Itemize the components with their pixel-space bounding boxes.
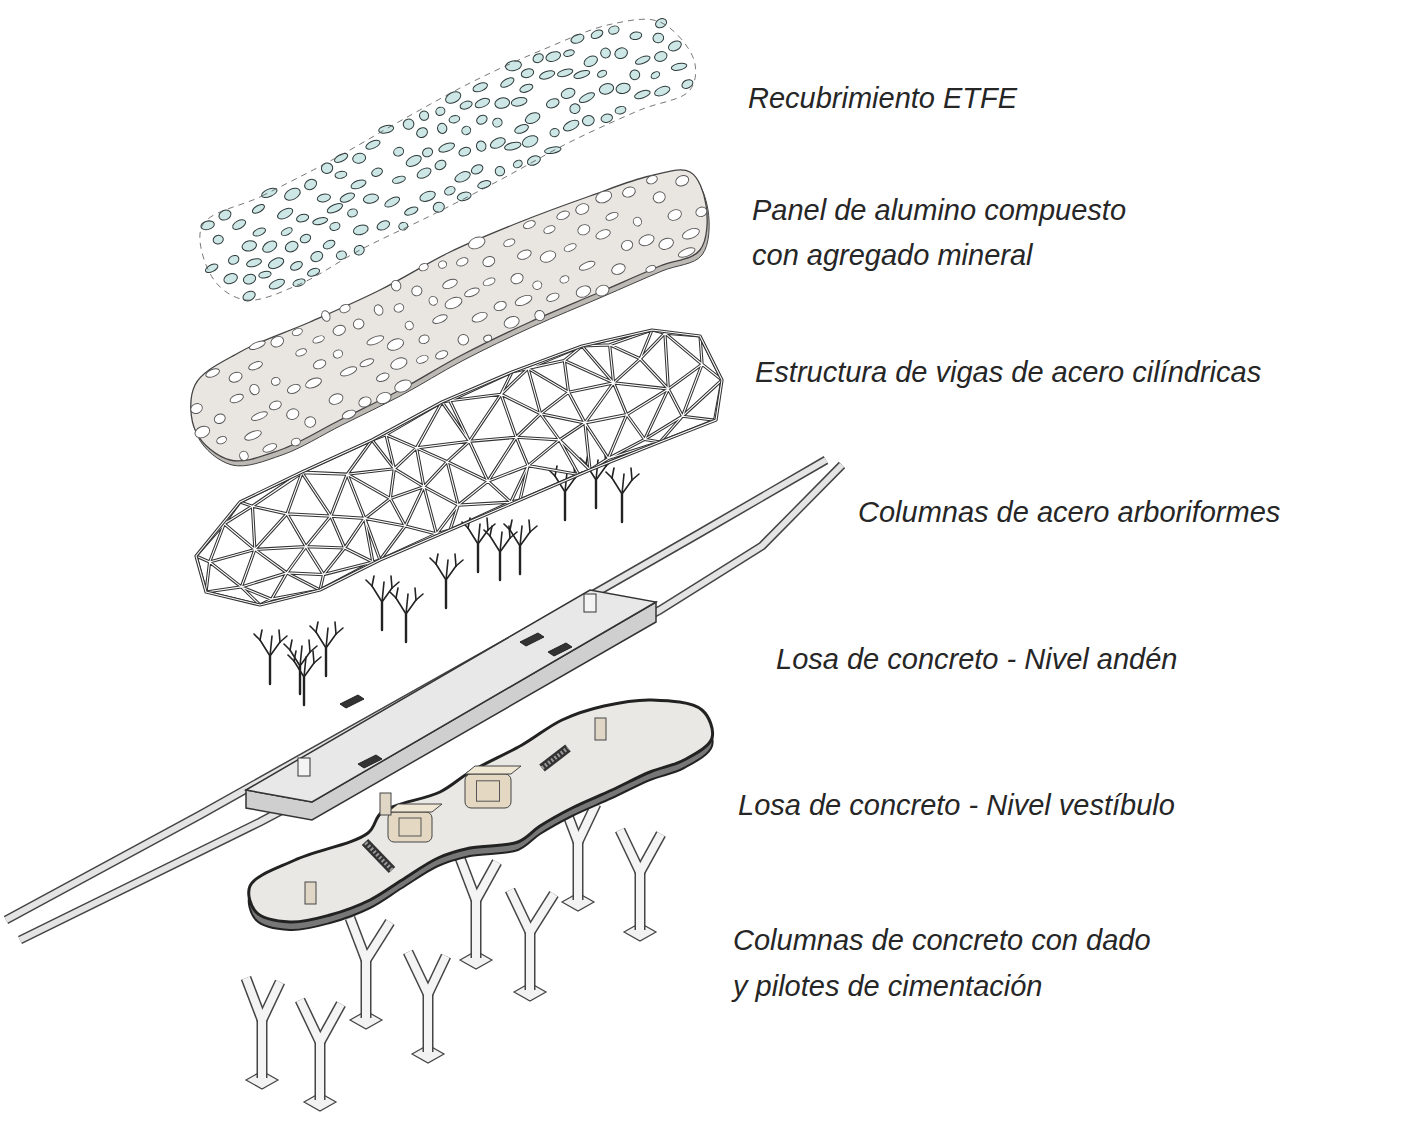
platform-slab [246, 590, 656, 820]
layer-label: Losa de concreto - Nivel vestíbulo [738, 787, 1175, 823]
layer-label: Columnas de acero arboriformes [858, 494, 1280, 530]
layer-label: Losa de concreto - Nivel andén [776, 641, 1177, 677]
aluminium-panel [189, 170, 709, 466]
layer-label: Recubrimiento ETFE [748, 80, 1017, 116]
layer-label: Columnas de concreto con dado y pilotes … [733, 917, 1157, 1009]
layer-label: Estructura de vigas de acero cilíndricas [755, 354, 1261, 390]
steel-tree-columns [254, 454, 639, 705]
layer-label: Panel de alumino compuesto con agregado … [752, 188, 1133, 278]
etfe-cover [200, 17, 696, 303]
